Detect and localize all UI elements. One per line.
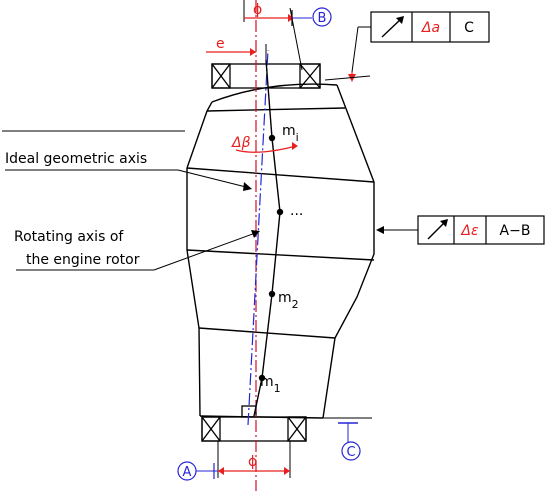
phi-bottom-label: ϕ bbox=[248, 454, 257, 470]
datum-c-label: C bbox=[346, 445, 355, 460]
mass-center-curve bbox=[253, 59, 281, 417]
top-bearing bbox=[211, 63, 321, 89]
datum-a-label: A bbox=[183, 465, 192, 480]
right-tolerance-datum: A−B bbox=[500, 223, 531, 239]
right-tolerance-frame: Δε A−B bbox=[417, 215, 545, 245]
mass-point-1 bbox=[258, 374, 266, 382]
phi-top-label: ϕ bbox=[253, 2, 262, 18]
bottom-bearing bbox=[201, 405, 307, 442]
top-diameter-dimension: ϕ bbox=[243, 0, 303, 71]
angle-label: Δβ bbox=[231, 135, 251, 151]
mass-point-dots bbox=[276, 208, 284, 216]
mass-point-i bbox=[268, 134, 276, 142]
rotating-axis-line bbox=[247, 49, 269, 426]
datum-b-label: B bbox=[318, 11, 327, 26]
label-m-2: m2 bbox=[278, 290, 299, 311]
datum-b-badge bbox=[312, 7, 332, 27]
rotating-axis-label-2: the engine rotor bbox=[26, 252, 140, 268]
ideal-axis-callout: Ideal geometric axis bbox=[5, 151, 252, 191]
rotating-axis-label-1: Rotating axis of bbox=[14, 229, 124, 245]
datum-a-badge bbox=[177, 461, 197, 481]
mass-point-2 bbox=[268, 290, 276, 298]
datum-c-badge bbox=[341, 441, 361, 461]
eccentricity-dimension: e bbox=[206, 36, 267, 62]
right-tolerance-value: Δε bbox=[460, 223, 479, 239]
label-m-1: m1 bbox=[260, 374, 281, 395]
angle-dimension: Δβ bbox=[231, 135, 298, 153]
top-tolerance-value: Δa bbox=[421, 20, 440, 36]
label-m-i: mi bbox=[282, 123, 299, 144]
label-m-dots: ... bbox=[290, 203, 303, 219]
rotating-axis-callout: Rotating axis of the engine rotor bbox=[14, 229, 260, 271]
ideal-axis-label: Ideal geometric axis bbox=[5, 151, 147, 167]
runout-arrow-icon bbox=[381, 16, 404, 38]
bottom-diameter-dimension: ϕ bbox=[217, 441, 291, 478]
top-tolerance-frame: Δa C bbox=[370, 11, 490, 43]
runout-arrow-icon bbox=[427, 219, 448, 240]
top-tolerance-datum: C bbox=[464, 20, 474, 36]
eccentricity-label: e bbox=[216, 36, 225, 52]
datum-c-marker: C bbox=[320, 417, 372, 461]
rotor-body bbox=[186, 83, 375, 419]
